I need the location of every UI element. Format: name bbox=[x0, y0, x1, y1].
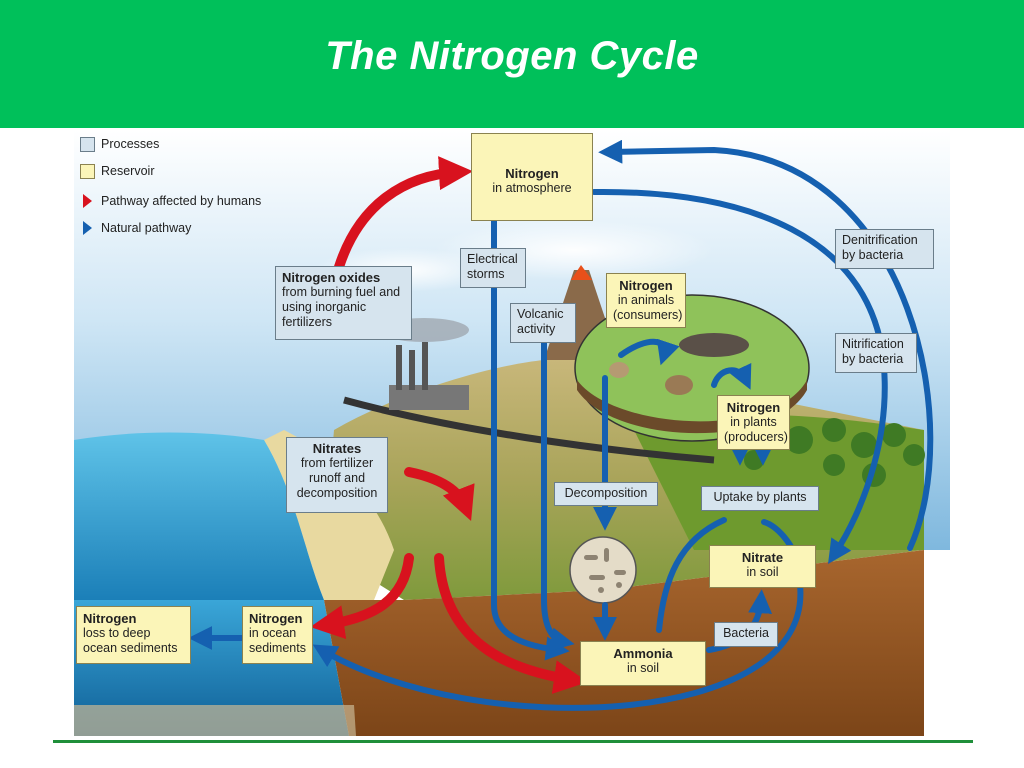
nitrates-to-ammonia-arrow bbox=[434, 553, 588, 694]
plants-cycle-arrow bbox=[711, 362, 752, 390]
ammonia-soil-title: Ammonia bbox=[613, 646, 673, 661]
legend-blue-triangle-icon bbox=[83, 221, 92, 235]
volcano-lava bbox=[571, 265, 592, 280]
ocean-surface bbox=[74, 432, 324, 600]
legend-reservoir: Reservoir bbox=[101, 164, 155, 178]
nitrogen-plants-title: Nitrogen bbox=[726, 400, 781, 415]
nitrogen-atmosphere-box: Nitrogen in atmosphere bbox=[471, 133, 593, 221]
header-bar: The Nitrogen Cycle bbox=[0, 0, 1024, 128]
nitrogen-ocean-sediments-sub: in ocean sediments bbox=[249, 626, 306, 655]
page-title: The Nitrogen Cycle bbox=[325, 34, 699, 78]
nitrate-to-ocean-arrow bbox=[312, 582, 804, 711]
nitrates-title: Nitrates bbox=[312, 441, 362, 456]
nitrification-box: Nitrification by bacteria bbox=[835, 333, 917, 373]
forest-area bbox=[634, 415, 924, 550]
nitrogen-animals-title: Nitrogen bbox=[619, 278, 673, 293]
legend-reservoir-swatch bbox=[80, 164, 95, 179]
nitrates-sub: from fertilizer runoff and decomposition bbox=[296, 456, 378, 500]
denitrification-arrow bbox=[598, 139, 934, 551]
diagram-stage: Processes Reservoir Pathway affected by … bbox=[74, 130, 950, 736]
uptake-from-ammonia bbox=[656, 517, 727, 633]
denitrification-box: Denitrification by bacteria bbox=[835, 229, 934, 269]
runoff-to-ocean-arrow bbox=[310, 553, 414, 640]
nitrate-soil-box: Nitrate in soil bbox=[709, 545, 816, 588]
legend-process-swatch bbox=[80, 137, 95, 152]
ammonia-soil-box: Ammonia in soil bbox=[580, 641, 706, 686]
nitrogen-ocean-sediments-box: Nitrogen in ocean sediments bbox=[242, 606, 313, 664]
nitrogen-oxides-box: Nitrogen oxides from burning fuel and us… bbox=[275, 266, 412, 340]
decomposition-box: Decomposition bbox=[554, 482, 658, 506]
nitrogen-animals-box: Nitrogen in animals (consumers) bbox=[606, 273, 686, 328]
nitrogen-atmosphere-sub: in atmosphere bbox=[492, 181, 572, 195]
seafloor bbox=[74, 705, 356, 736]
nitrates-box: Nitrates from fertilizer runoff and deco… bbox=[286, 437, 388, 513]
animal-illustrations bbox=[609, 333, 749, 395]
nitrogen-deep-loss-title: Nitrogen bbox=[83, 611, 137, 626]
legend-processes: Processes bbox=[101, 137, 160, 151]
human-pathway-arrows bbox=[310, 156, 588, 694]
microbes-magnifier bbox=[569, 536, 637, 604]
legend-red-triangle-icon bbox=[83, 194, 92, 208]
electrical-storms-box: Electrical storms bbox=[460, 248, 526, 288]
animals-cycle-arrow bbox=[618, 338, 680, 366]
uptake-by-plants-box: Uptake by plants bbox=[701, 486, 819, 511]
nitrogen-oxides-sub: from burning fuel and using inorganic fe… bbox=[282, 285, 401, 329]
nitrates-runoff-arrow bbox=[404, 467, 475, 522]
bacteria-illustrations bbox=[584, 548, 626, 593]
nitrogen-atmosphere-title: Nitrogen bbox=[505, 166, 559, 181]
volcanic-activity-arrow bbox=[541, 327, 575, 652]
bacteria-box: Bacteria bbox=[714, 622, 778, 647]
nitrate-soil-sub: in soil bbox=[746, 565, 779, 579]
nitrogen-ocean-sediments-title: Nitrogen bbox=[249, 611, 303, 626]
nitrogen-deep-loss-sub: loss to deep ocean sediments bbox=[83, 626, 178, 655]
legend-human-pathway: Pathway affected by humans bbox=[101, 194, 262, 208]
nitrogen-deep-loss-box: Nitrogen loss to deep ocean sediments bbox=[76, 606, 191, 664]
legend-natural-pathway: Natural pathway bbox=[101, 221, 192, 235]
ammonia-soil-sub: in soil bbox=[627, 661, 659, 675]
nitrification-arrow bbox=[591, 188, 888, 564]
natural-pathway-arrows bbox=[188, 139, 934, 711]
nitrogen-oxides-title: Nitrogen oxides bbox=[282, 270, 381, 285]
nitrogen-plants-sub: in plants (producers) bbox=[724, 415, 788, 444]
electrical-storm-arrow bbox=[491, 197, 570, 661]
road bbox=[343, 396, 715, 464]
nitrate-soil-title: Nitrate bbox=[741, 550, 784, 565]
volcanic-activity-box: Volcanic activity bbox=[510, 303, 576, 343]
nitrogen-animals-sub: in animals (consumers) bbox=[613, 293, 683, 322]
nitrogen-oxides-arrow bbox=[334, 156, 473, 272]
nitrogen-plants-box: Nitrogen in plants (producers) bbox=[717, 395, 790, 450]
footer-divider bbox=[53, 740, 973, 743]
